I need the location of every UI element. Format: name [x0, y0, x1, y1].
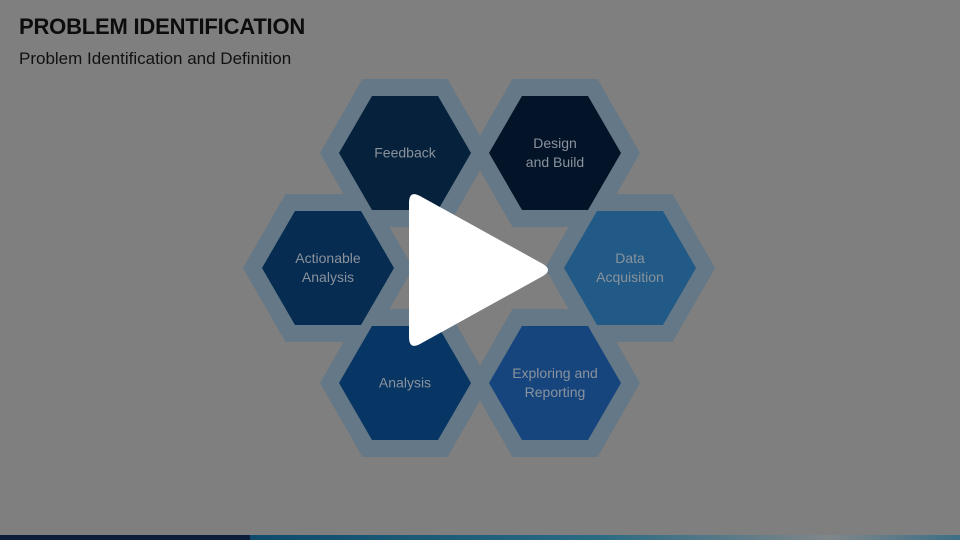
- hexagon-label-line: Reporting: [524, 384, 586, 400]
- hexagon-label-line: and Build: [525, 154, 585, 170]
- hexagon-analysis: [339, 326, 471, 440]
- hexagon-design-and-build: [489, 96, 621, 210]
- hexagon-label-line: Design: [533, 135, 577, 151]
- hexagon-label-line: Analysis: [378, 374, 432, 391]
- hexagon-label-design-and-build: Design and Build: [490, 134, 620, 172]
- hexagon-label-feedback: Feedback: [340, 144, 470, 163]
- hexagon-data-acquisition: [564, 211, 696, 325]
- hexagon-label-line: Feedback: [374, 144, 436, 161]
- hexagon-label-line: Exploring and: [512, 365, 598, 381]
- hexagon-feedback: [339, 96, 471, 210]
- hexagon-group: [262, 96, 696, 440]
- hexagon-label-line: Acquisition: [596, 269, 664, 285]
- slide-title: PROBLEM IDENTIFICATION: [19, 14, 306, 39]
- hexagon-exploring-and-reporting: [489, 326, 621, 440]
- hexagon-label-line: Actionable: [295, 250, 361, 266]
- slide-subtitle: Problem Identification and Definition: [19, 49, 292, 68]
- hexagon-label-line: Analysis: [301, 269, 355, 285]
- hexagon-label-analysis: Analysis: [340, 374, 470, 393]
- footer-accent-bar: [0, 535, 960, 540]
- hexagon-actionable-analysis: [262, 211, 394, 325]
- play-icon[interactable]: [409, 194, 548, 346]
- hexagon-label-line: Data: [615, 250, 645, 266]
